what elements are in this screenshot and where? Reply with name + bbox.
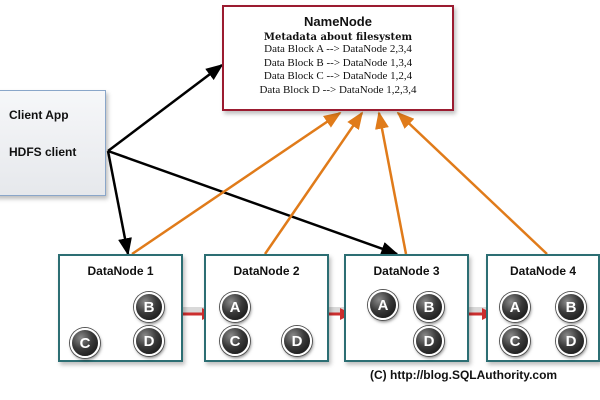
datanode-4-block-c: C xyxy=(500,326,530,356)
namenode-entry-a: Data Block A --> DataNode 2,3,4 xyxy=(264,43,412,55)
client-to-datanode3-arrow xyxy=(107,149,399,256)
datanode-3-block-b: B xyxy=(414,292,444,322)
hdfs-client-label: HDFS client xyxy=(9,145,77,159)
datanode-4-box: DataNode 4 A B C D xyxy=(486,254,600,362)
client-app-box: Client App HDFS client xyxy=(0,90,106,196)
datanode-2-box: DataNode 2 A C D xyxy=(204,254,329,362)
namenode-entry-b: Data Block B --> DataNode 1,3,4 xyxy=(263,56,413,69)
datanode-1-block-b: B xyxy=(134,292,164,322)
datanode-1-box: DataNode 1 B C D xyxy=(58,254,183,362)
datanode-2-block-a: A xyxy=(220,292,250,322)
datanode1-to-namenode-arrow xyxy=(131,111,342,256)
datanode-1-block-c: C xyxy=(70,328,100,358)
datanode-4-block-a: A xyxy=(500,292,530,322)
datanode-2-block-c: C xyxy=(220,326,250,356)
datanode-3-block-d: D xyxy=(414,326,444,356)
namenode-subtitle: Metadata about filesystem xyxy=(263,32,413,43)
namenode-entry-d: Data Block D --> DataNode 1,2,3,4 xyxy=(259,83,417,96)
datanode-3-box: DataNode 3 A B D xyxy=(344,254,469,362)
datanode-2-title: DataNode 2 xyxy=(233,264,300,278)
datanode-1-title: DataNode 1 xyxy=(87,264,154,278)
datanode-4-block-d: D xyxy=(556,326,586,356)
datanode-3-title: DataNode 3 xyxy=(373,264,440,278)
copyright-text: (C) http://blog.SQLAuthority.com xyxy=(370,368,558,382)
datanode-2-block-d: D xyxy=(282,326,312,356)
datanode-3-block-a: A xyxy=(368,290,398,320)
datanode3-to-namenode-arrow xyxy=(375,111,408,255)
namenode-entry-c: Data Block C --> DataNode 1,2,4 xyxy=(263,70,413,82)
datanode4-to-namenode-arrow xyxy=(396,111,548,255)
datanode-4-block-b: B xyxy=(556,292,586,322)
client-to-namenode-arrow xyxy=(107,63,224,152)
datanode-4-title: DataNode 4 xyxy=(509,264,577,278)
namenode-title: NameNode xyxy=(304,14,372,29)
namenode-box: NameNode Metadata about filesystem Data … xyxy=(222,5,454,111)
client-to-datanode1-arrow xyxy=(106,150,132,256)
client-app-label: Client App xyxy=(9,108,69,122)
datanode-1-block-d: D xyxy=(134,326,164,356)
datanode2-to-namenode-arrow xyxy=(263,111,364,255)
